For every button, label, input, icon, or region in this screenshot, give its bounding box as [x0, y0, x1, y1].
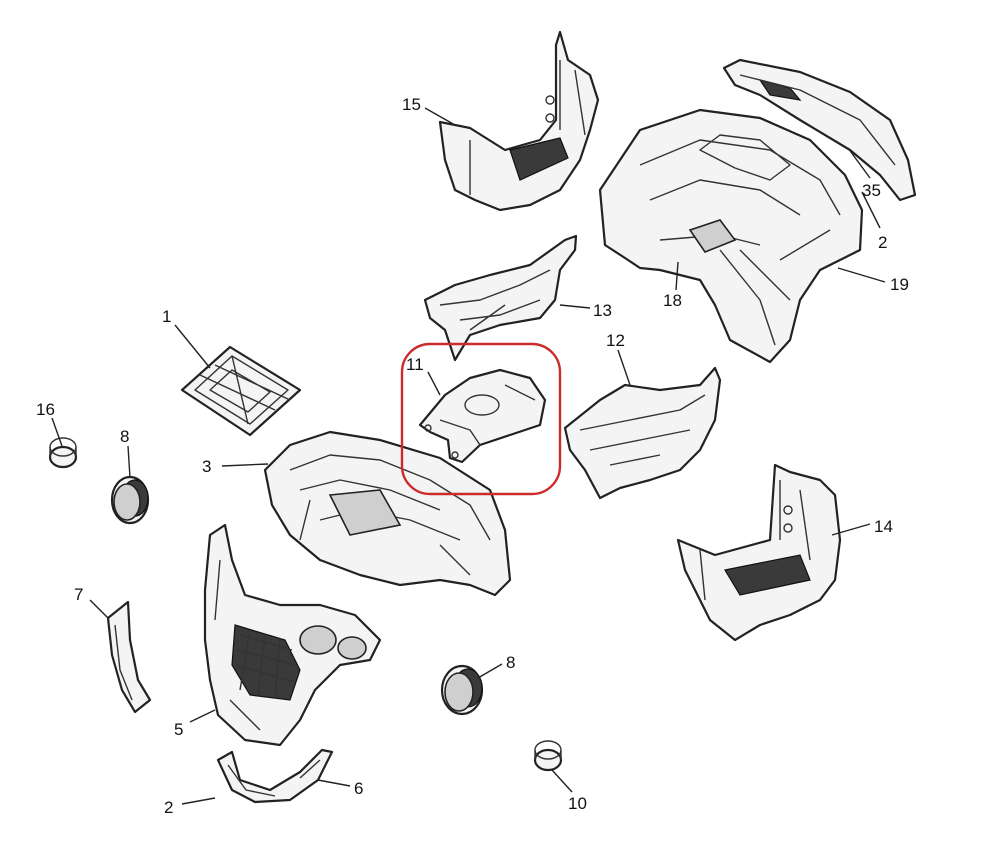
part-16-cap-left [48, 437, 78, 469]
part-12-right-mudguard [563, 366, 722, 500]
highlight-frame-part-11 [400, 342, 562, 496]
callout-1: 1 [162, 307, 171, 326]
callout-16: 16 [36, 400, 55, 419]
callout-7: 7 [74, 585, 83, 604]
part-11-center-cover [418, 368, 547, 464]
callout-2-bottom: 2 [164, 798, 173, 817]
callout-35: 35 [862, 181, 881, 200]
callout-12: 12 [606, 331, 625, 350]
callout-2-top: 2 [878, 233, 887, 252]
callout-3: 3 [202, 457, 211, 476]
part-35-rear-rack [722, 58, 917, 202]
callout-14: 14 [874, 517, 893, 536]
part-10-cap-right [533, 740, 563, 772]
callout-15: 15 [402, 95, 421, 114]
leader-lines [51, 107, 886, 805]
part-6-lower-bracket [216, 748, 334, 804]
callout-13: 13 [593, 301, 612, 320]
part-8-headlight-left [110, 475, 150, 525]
part-8-headlight-right [440, 664, 484, 716]
callout-5: 5 [174, 720, 183, 739]
part-19-rear-fender [598, 108, 864, 364]
part-5-front-grille [203, 523, 382, 747]
callout-labels: 15 35 2 19 18 13 1 11 12 16 8 3 14 7 8 5… [36, 95, 909, 817]
part-7-side-trim [106, 600, 152, 714]
callout-8-right: 8 [506, 653, 515, 672]
callout-10: 10 [568, 794, 587, 813]
callout-11: 11 [406, 355, 424, 374]
part-13-left-mudguard [423, 234, 578, 362]
callout-19: 19 [890, 275, 909, 294]
part-1-front-rack [180, 345, 302, 437]
callout-6: 6 [354, 779, 363, 798]
callout-18: 18 [663, 291, 682, 310]
callout-8-left: 8 [120, 427, 129, 446]
part-3-front-fender [263, 430, 512, 597]
part-14-right-footrest [676, 463, 842, 642]
part-15-left-footrest [438, 30, 600, 212]
